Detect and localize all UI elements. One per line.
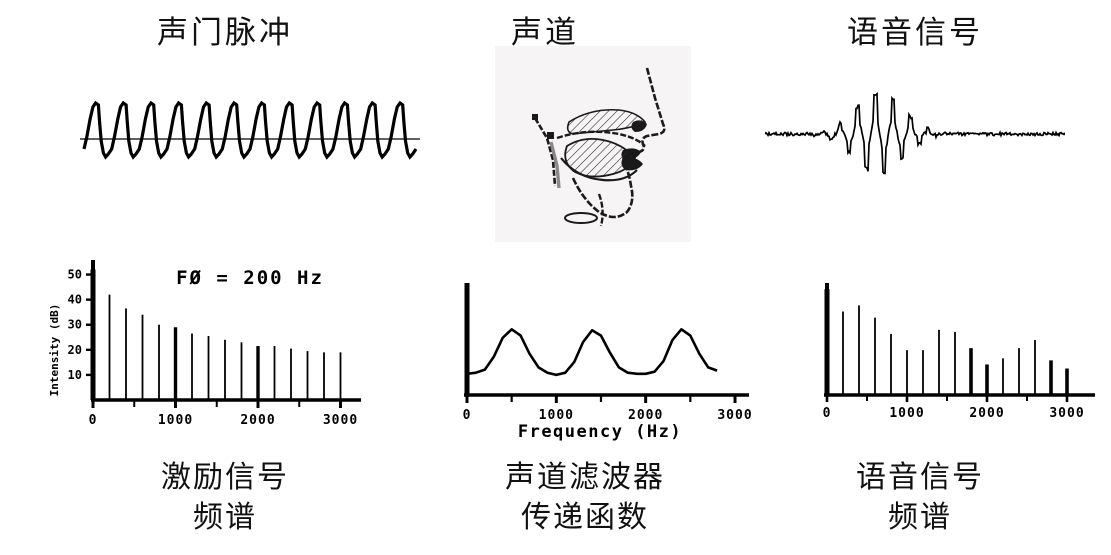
- excitation-y-tick-label: 50: [68, 268, 82, 282]
- vocal-tract-diagram: [495, 46, 691, 242]
- transfer-function-svg: 0 1000 2000 3000 Frequency (Hz): [463, 283, 752, 442]
- excitation-y-tick-label: 10: [68, 368, 82, 382]
- caption-filter-line2: 传递函数: [521, 501, 649, 534]
- column-title-glottal-pulse: 声门脉冲: [157, 15, 293, 50]
- column-title-vocal-tract: 声道: [511, 15, 579, 50]
- excitation-x-tick-label: 2000: [240, 413, 275, 428]
- vocal-tract-svg: [495, 46, 691, 242]
- frequency-axis-label: Frequency (Hz): [518, 422, 682, 442]
- filter-x-tick-label: 2000: [628, 408, 663, 423]
- palate-line: [556, 130, 646, 147]
- speech-signal-waveform: [764, 90, 1066, 180]
- transfer-function-curve: [466, 328, 718, 377]
- excitation-y-tick-label: 20: [68, 343, 82, 357]
- speech-x-tick-label: 1000: [889, 406, 924, 421]
- caption-filter-line1: 声道滤波器: [505, 461, 665, 494]
- jaw-contour: [571, 165, 634, 219]
- glottal-pulse-waveform: [80, 95, 420, 175]
- caption-excitation: 激励信号 频谱: [60, 458, 390, 538]
- filter-x-tick-label: 3000: [717, 408, 752, 423]
- caption-speech: 语音信号 频谱: [770, 458, 1070, 538]
- excitation-y-axis-label: Intensity (dB): [48, 304, 61, 397]
- vocal-tract-transfer-chart: 0 1000 2000 3000 Frequency (Hz): [435, 275, 760, 445]
- excitation-bars: [90, 269, 342, 400]
- larynx-ellipse: [564, 212, 598, 224]
- caption-filter: 声道滤波器 传递函数: [420, 458, 750, 538]
- glottal-pulse-trace: [82, 100, 418, 160]
- excitation-y-tick-labels: 10 20 30 40 50: [68, 268, 82, 382]
- upper-pharynx-marker: [532, 114, 538, 120]
- excitation-y-tick-label: 30: [68, 318, 82, 332]
- speech-x-tick-labels: 0 1000 2000 3000: [823, 406, 1084, 421]
- speech-x-tick-label: 2000: [969, 406, 1004, 421]
- speech-x-tick-label: 0: [823, 406, 832, 421]
- glottal-pulse-svg: [80, 100, 420, 160]
- speech-waveform-trace: [764, 92, 1066, 175]
- caption-excitation-line2: 频谱: [193, 501, 257, 534]
- excitation-y-tick-label: 40: [68, 293, 82, 307]
- caption-speech-line2: 频谱: [888, 501, 952, 534]
- pharynx-shadow: [549, 141, 561, 189]
- filter-x-tick-labels: 0 1000 2000 3000: [463, 408, 752, 423]
- trachea-line: [597, 193, 604, 227]
- excitation-x-tick-labels: 0 1000 2000 3000: [89, 413, 358, 428]
- pharynx-wall: [533, 117, 557, 187]
- speech-waveform-svg: [764, 92, 1066, 175]
- excitation-x-tick-label: 0: [89, 413, 98, 428]
- excitation-x-tick-label: 1000: [158, 413, 193, 428]
- nasal-cavity: [566, 108, 647, 135]
- speech-spectrum-bars: [824, 289, 1069, 395]
- speech-spectrum-chart: 0 1000 2000 3000: [805, 275, 1105, 435]
- caption-speech-line1: 语音信号: [856, 461, 984, 494]
- speech-spectrum-svg: 0 1000 2000 3000: [823, 283, 1095, 421]
- filter-x-tick-label: 0: [463, 408, 472, 423]
- caption-excitation-line1: 激励信号: [161, 461, 289, 494]
- epiglottis-marker: [547, 132, 554, 139]
- filter-x-tick-label: 1000: [539, 408, 574, 423]
- column-title-speech-signal: 语音信号: [847, 15, 983, 50]
- excitation-x-tick-label: 3000: [323, 413, 358, 428]
- speech-x-tick-label: 3000: [1049, 406, 1084, 421]
- f0-annotation: FØ = 200 Hz: [176, 267, 324, 289]
